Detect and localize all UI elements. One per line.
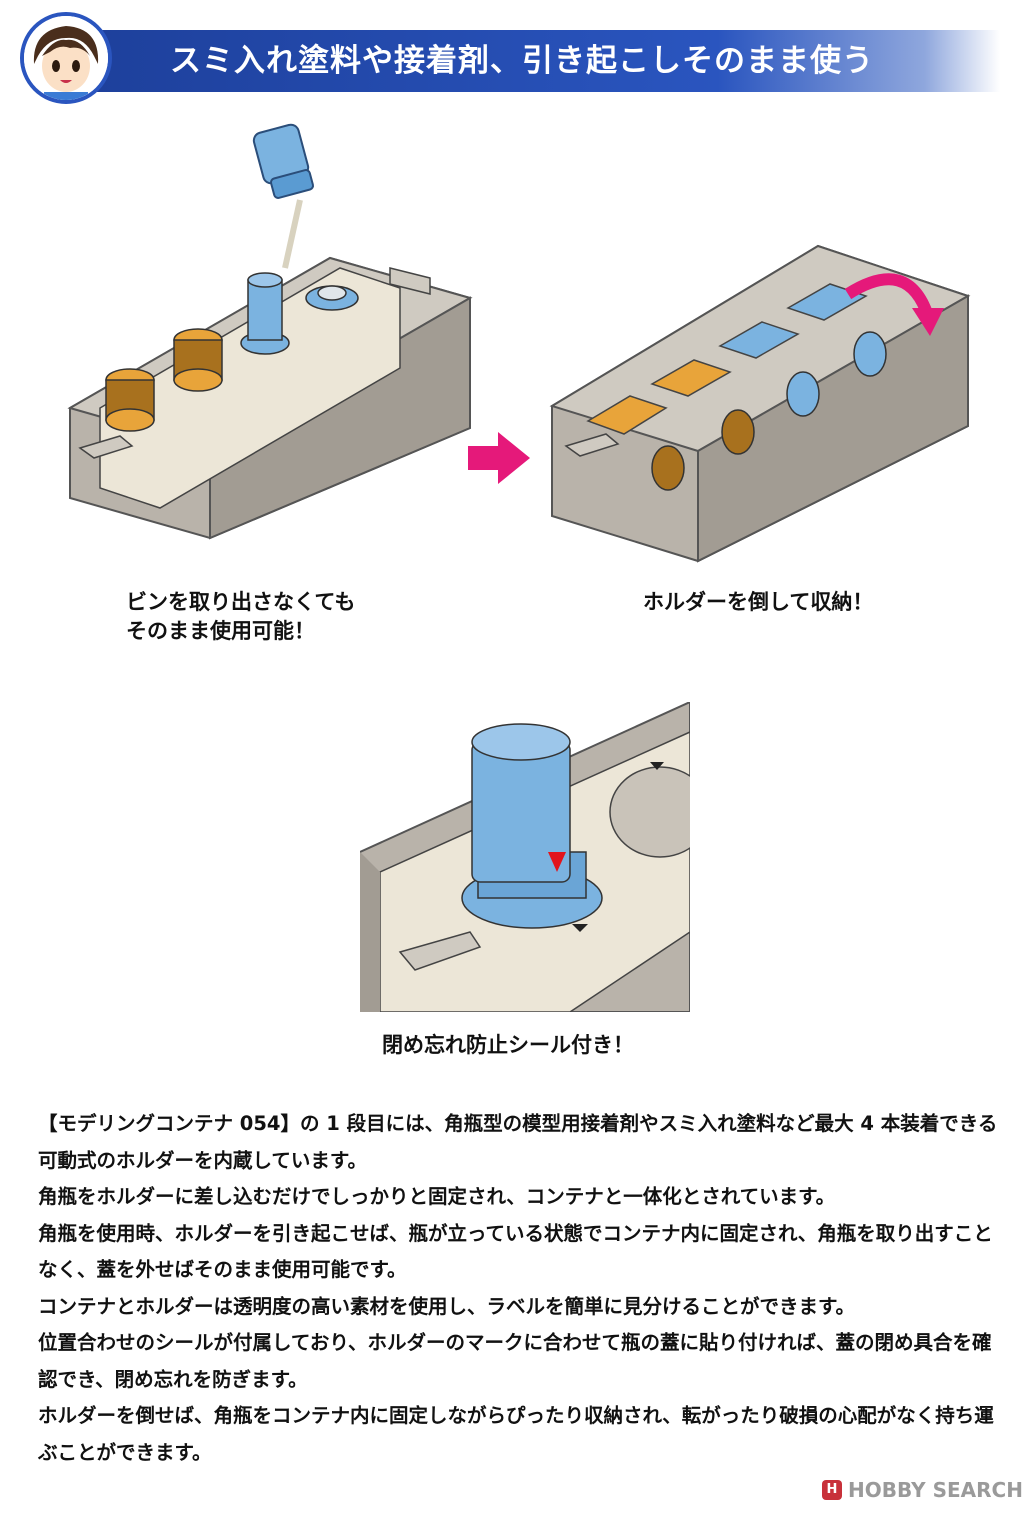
bottle-orange-icon — [173, 328, 223, 392]
pouring-bottle-icon — [252, 123, 315, 269]
bottle-blue-icon — [461, 723, 603, 929]
header-bar — [60, 30, 1000, 92]
label-orange-icon — [586, 395, 668, 435]
curved-arrow-icon — [844, 273, 934, 319]
caption-bottom: 閉め忘れ防止シール付き！ — [382, 1033, 634, 1057]
container-upright-illustration — [67, 123, 473, 540]
description-paragraph: コンテナとホルダーは透明度の高い素材を使用し、ラベルを簡単に見分けることができま… — [38, 1294, 856, 1318]
page-title: スミ入れ塗料や接着剤、引き起こしそのまま使う — [170, 43, 874, 79]
caption-left: ビンを取り出さなくても そのまま使用可能！ — [126, 588, 355, 646]
arrow-right-icon — [468, 432, 530, 484]
label-orange-icon — [650, 359, 732, 397]
description-text: 【モデリングコンテナ 054】の 1 段目には、角瓶型の模型用接着剤やスミ入れ塗… — [38, 1106, 998, 1471]
description-paragraph: 角瓶を使用時、ホルダーを引き起こせば、瓶が立っている状態でコンテナ内に固定され、… — [38, 1221, 993, 1282]
bottle-orange-icon — [105, 368, 155, 432]
description-paragraph: ホルダーを倒せば、角瓶をコンテナ内に固定しながらぴったり収納され、転がったり破損… — [38, 1404, 994, 1464]
label-blue-icon — [786, 283, 868, 321]
seal-marker-icon — [548, 852, 566, 872]
description-paragraph: 位置合わせのシールが付属しており、ホルダーのマークに合わせて瓶の蓋に貼り付ければ… — [38, 1331, 992, 1391]
caption-left-line2: そのまま使用可能！ — [126, 619, 315, 643]
avatar — [20, 12, 112, 104]
bottle-neck-icon — [305, 285, 359, 311]
bottle-blue-icon — [240, 272, 290, 355]
hobby-search-logo-icon: H — [822, 1480, 842, 1500]
label-blue-icon — [718, 321, 800, 359]
caption-right: ホルダーを倒して収納！ — [643, 590, 874, 614]
watermark: H HOBBY SEARCH — [822, 1478, 1023, 1502]
container-folded-illustration — [549, 244, 971, 563]
watermark-text: HOBBY SEARCH — [848, 1478, 1023, 1502]
description-paragraph: 角瓶をホルダーに差し込むだけでしっかりと固定され、コンテナと一体化とされています… — [38, 1185, 836, 1208]
closeup-seal-illustration — [360, 702, 690, 1012]
caption-left-line1: ビンを取り出さなくても — [126, 590, 356, 614]
description-paragraph: 【モデリングコンテナ 054】の 1 段目には、角瓶型の模型用接着剤やスミ入れ塗… — [38, 1112, 998, 1172]
character-face-icon — [24, 16, 108, 100]
